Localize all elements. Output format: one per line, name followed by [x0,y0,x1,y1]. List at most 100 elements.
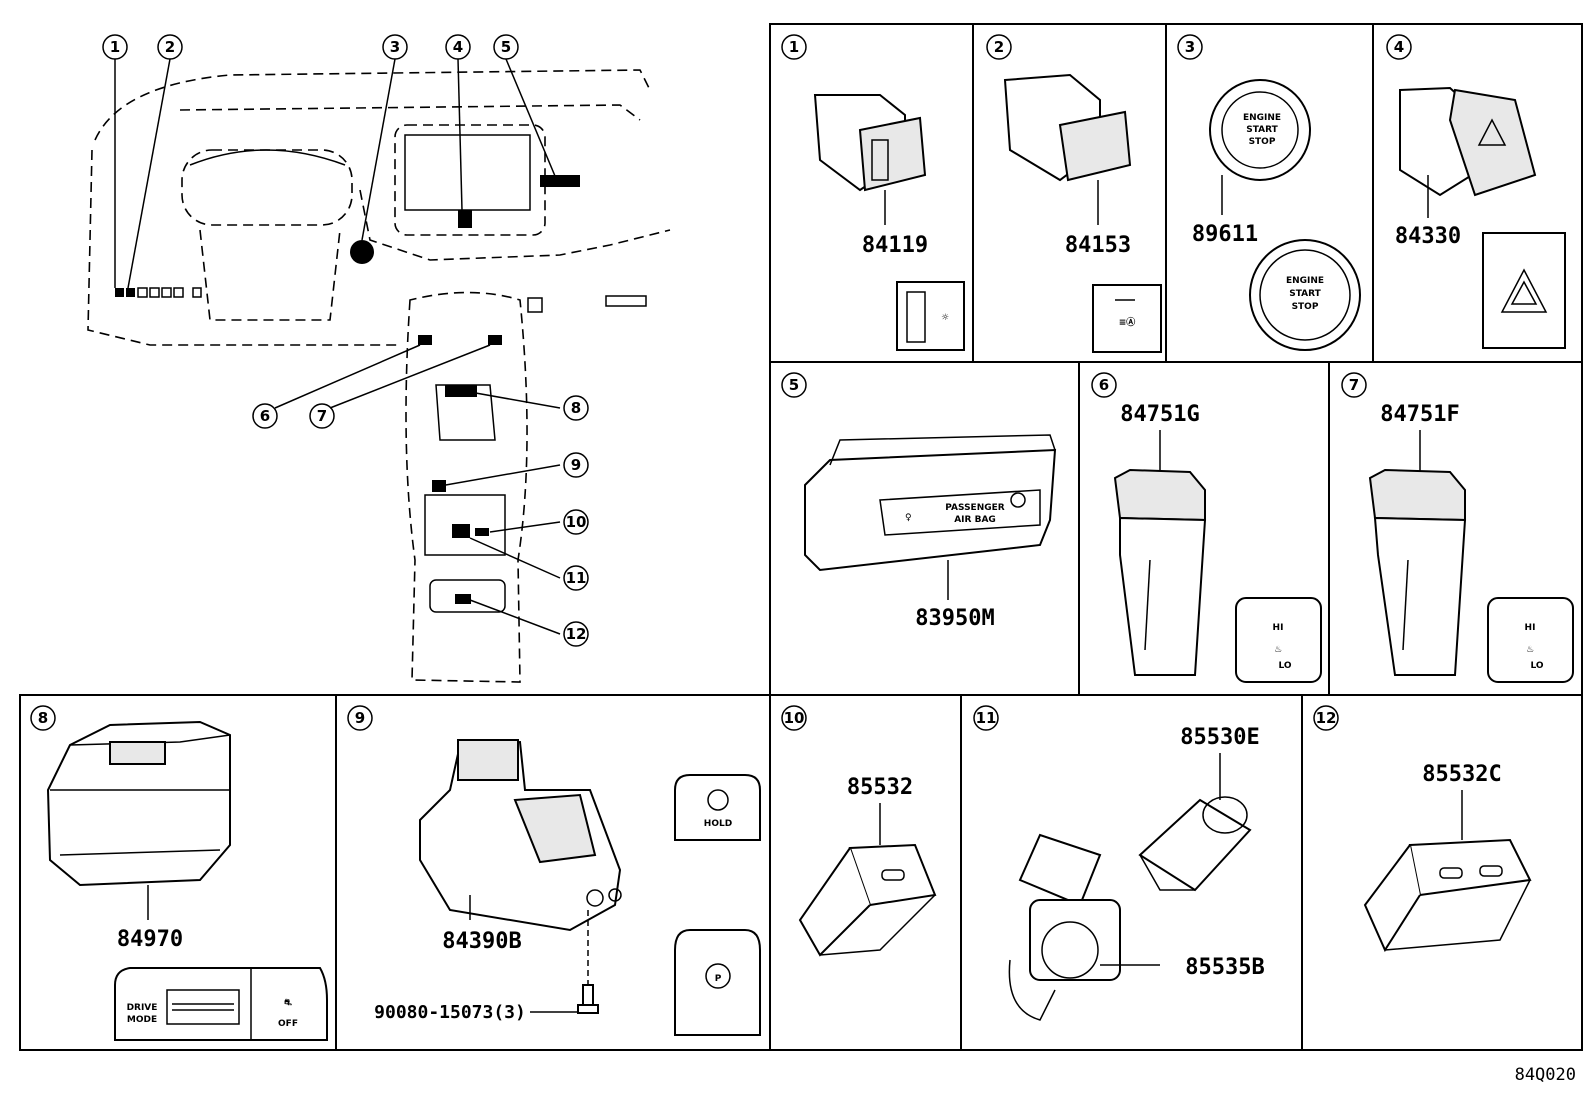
svg-text:11: 11 [976,709,997,727]
overview-callouts: 1 2 3 4 5 6 7 8 9 10 11 12 [102,34,589,647]
svg-text:9: 9 [355,709,365,727]
callout-11: 11 [563,565,589,591]
svg-text:MODE: MODE [127,1015,157,1025]
bolt [577,984,599,1014]
callout-10: 10 [563,509,589,535]
svg-text:12: 12 [1316,709,1337,727]
callout-8: 8 [563,395,589,421]
callout-6: 6 [252,403,278,429]
panel-12: 12 85532C [1313,705,1532,953]
panel-10: 10 85532 [781,705,937,957]
callout-4: 4 [445,34,471,60]
svg-text:ENGINE: ENGINE [1286,276,1324,286]
usb-port-85532C [1363,838,1532,953]
svg-text:5: 5 [501,38,511,56]
svg-text:ENGINE: ENGINE [1243,113,1281,123]
switch-face-84153 [1092,284,1162,353]
svg-text:AIR BAG: AIR BAG [954,515,996,525]
airbag-indicator-83950M: PASSENGER AIR BAG ♀ [804,434,1057,572]
svg-text:12: 12 [566,625,587,643]
switch-face-84119 [896,281,965,351]
svg-text:11: 11 [566,569,587,587]
usb-c-icon [881,869,905,881]
panel-5: 5 PASSENGER AIR BAG ♀ 83950M [781,372,1057,631]
seat-heater-switch-face [1235,597,1322,683]
svg-text:STOP: STOP [1292,302,1319,312]
passenger-icon: ♀ [905,513,912,523]
svg-text:OFF: OFF [278,1019,298,1029]
hazard-icon [1477,118,1507,146]
power-outlet-85530E [1138,796,1252,892]
svg-text:8: 8 [571,399,581,417]
svg-text:2: 2 [165,38,175,56]
svg-text:DRIVE: DRIVE [127,1003,158,1013]
overview-leaders [114,58,561,635]
svg-text:5: 5 [789,376,799,394]
svg-text:9: 9 [571,456,581,474]
svg-text:6: 6 [260,407,270,425]
usb-c-icon-left [1439,867,1463,879]
svg-text:HI: HI [1273,623,1284,633]
drive-mode-switch-face: DRIVE MODE ⛐ OFF [114,967,328,1041]
usb-c-icon-right [1479,865,1503,877]
svg-text:2: 2 [994,38,1004,56]
callout-1: 1 [102,34,128,60]
panel-grid [19,23,1583,1051]
svg-text:8: 8 [38,709,48,727]
svg-text:85532: 85532 [847,775,913,800]
airbag-off-icon [1010,492,1026,508]
svg-text:7: 7 [1349,376,1359,394]
panel-4: 4 84330 [1386,34,1566,349]
usb-port-85532 [798,843,937,957]
svg-text:7: 7 [317,407,327,425]
parking-p-icon: P [715,974,722,984]
svg-text:3: 3 [390,38,400,56]
seat-heater-icon-f: ♨ [1526,645,1534,655]
hazard-triangle-icon [1500,268,1548,313]
svg-text:84751G: 84751G [1120,402,1199,427]
svg-text:LO: LO [1530,661,1543,671]
svg-text:START: START [1289,289,1321,299]
drive-mode-dial [166,989,240,1025]
callout-7: 7 [309,403,335,429]
panel-6: 6 84751G HI ♨ LO [1091,372,1322,683]
svg-text:85532C: 85532C [1422,762,1501,787]
svg-text:6: 6 [1099,376,1109,394]
svg-text:84390B: 84390B [442,929,521,954]
hazard-switch-84330 [1399,86,1537,197]
svg-text:10: 10 [566,513,587,531]
svg-text:90080-15073(3): 90080-15073(3) [374,1002,526,1023]
engine-start-button-front: ENGINE START STOP [1249,239,1361,351]
svg-text:84153: 84153 [1065,233,1131,258]
panel-7: 7 84751F HI ♨ LO [1341,372,1574,683]
svg-text:HI: HI [1525,623,1536,633]
callout-12: 12 [563,621,589,647]
dashboard-overview [87,69,671,683]
svg-text:LO: LO [1278,661,1291,671]
svg-text:HOLD: HOLD [704,819,732,829]
svg-text:84970: 84970 [117,927,183,952]
drive-mode-switch-84970 [46,720,231,887]
callout-3: 3 [382,34,408,60]
svg-text:84330: 84330 [1395,224,1461,249]
svg-text:1: 1 [789,38,799,56]
panel-8: 8 84970 DRIVE MODE ⛐ OFF [30,705,328,1041]
switch-84153 [1003,73,1132,182]
svg-text:85530E: 85530E [1180,725,1259,750]
engine-start-button-side: ENGINE START STOP [1209,79,1311,181]
callout-9: 9 [563,452,589,478]
left-switch-row [115,287,202,298]
panel-2: 2 84153 ≡Ⓐ [986,34,1162,353]
svg-text:PASSENGER: PASSENGER [945,503,1005,513]
svg-text:84751F: 84751F [1380,402,1459,427]
callout-2: 2 [157,34,183,60]
auto-headlamp-icon: ≡Ⓐ [1119,316,1136,328]
hold-switch-face: HOLD [674,774,761,841]
hazard-switch-face [1482,232,1566,349]
seat-heater-icon: ♨ [1274,645,1282,655]
svg-text:89611: 89611 [1192,222,1258,247]
svg-text:84119: 84119 [862,233,928,258]
parking-brake-switch-84390B [419,739,622,932]
svg-text:1: 1 [110,38,120,56]
